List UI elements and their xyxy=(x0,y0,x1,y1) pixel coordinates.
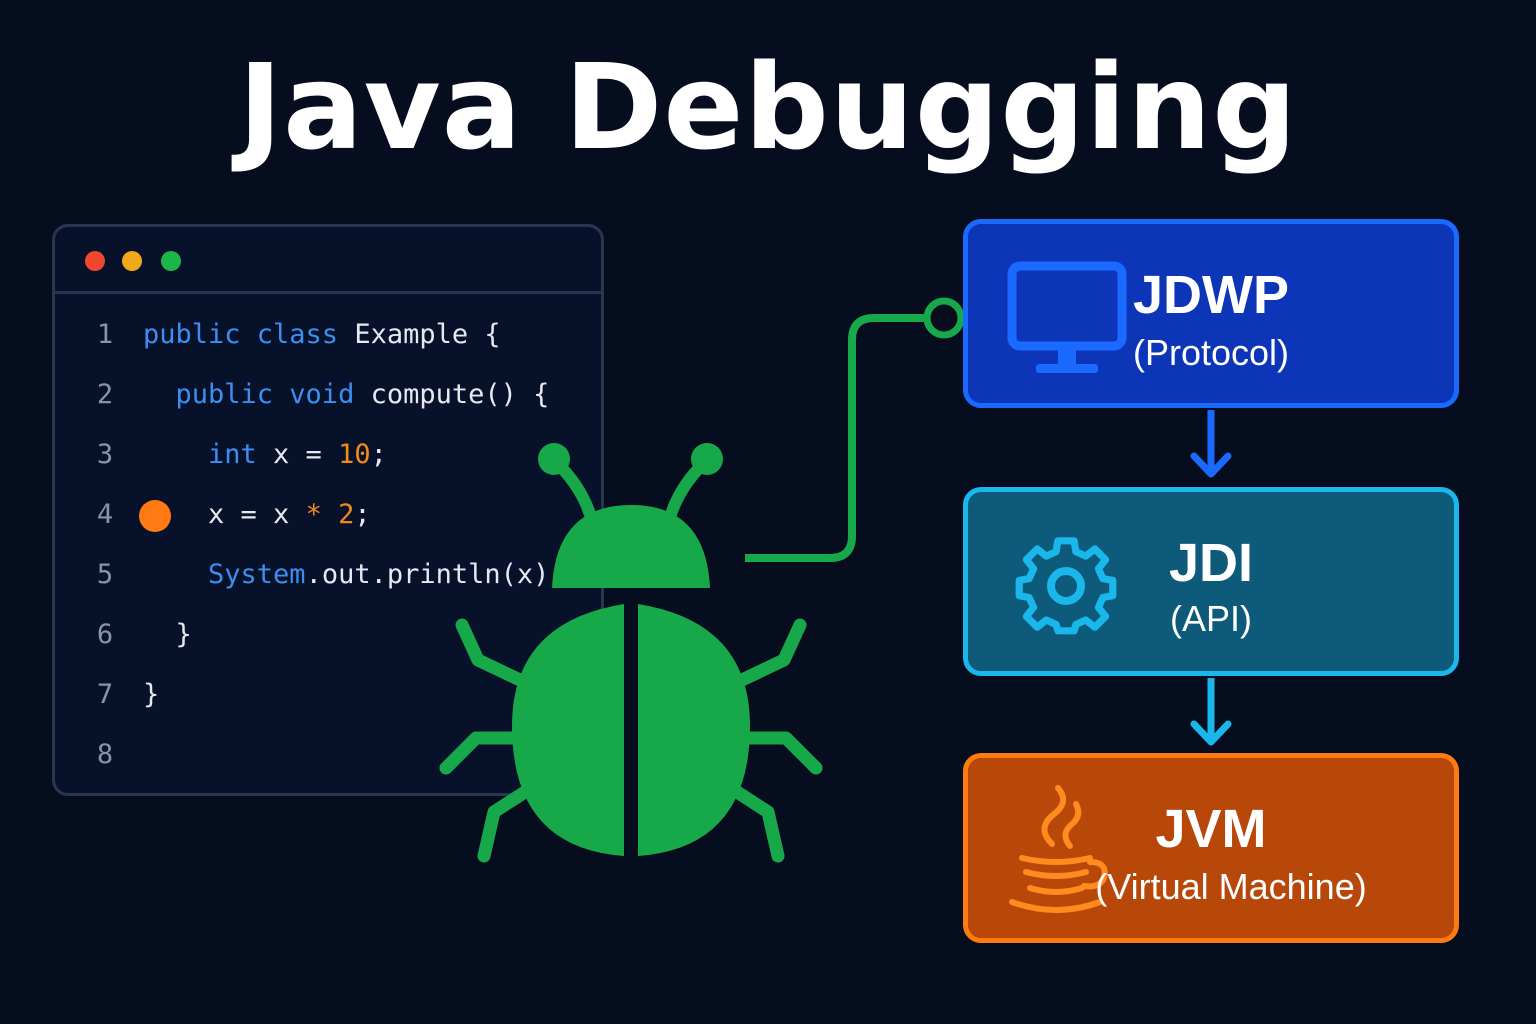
line-number: 4 xyxy=(96,499,114,530)
jdi-sub: (API) xyxy=(1169,598,1252,639)
code-text: public void compute() { xyxy=(143,379,550,410)
page-title: Java Debugging xyxy=(238,38,1298,176)
code-text: x = x * 2; xyxy=(143,499,371,530)
jvm-box: JVM (Virtual Machine) xyxy=(963,753,1459,943)
bug-icon xyxy=(439,443,823,863)
connector-line xyxy=(745,314,942,562)
close-dot xyxy=(85,251,105,271)
arrow-jdi-to-jvm xyxy=(1190,678,1232,746)
line-number: 5 xyxy=(96,559,114,590)
maximize-dot xyxy=(161,251,181,271)
breakpoint-marker[interactable] xyxy=(139,500,171,532)
line-number: 1 xyxy=(96,319,114,350)
jdwp-box: JDWP (Protocol) xyxy=(963,219,1459,408)
line-number: 8 xyxy=(96,739,114,770)
code-editor-window: 1 public class Example { 2 public void com… xyxy=(52,224,604,796)
code-text: public class Example { xyxy=(143,319,501,350)
editor-title-bar xyxy=(55,227,601,294)
monitor-icon xyxy=(1007,261,1127,373)
gear-icon xyxy=(1015,537,1117,635)
arrow-jdwp-to-jdi xyxy=(1190,410,1232,478)
code-text: } xyxy=(143,679,160,710)
code-text: } xyxy=(143,619,192,650)
jvm-sub: (Virtual Machine) xyxy=(1095,866,1367,907)
connector-node xyxy=(923,297,965,339)
jdi-box: JDI (API) xyxy=(963,487,1459,676)
java-cup-icon xyxy=(1009,785,1108,913)
line-number: 7 xyxy=(96,679,114,710)
line-number: 6 xyxy=(96,619,114,650)
jvm-name: JVM xyxy=(1155,799,1267,859)
jdwp-sub: (Protocol) xyxy=(1132,332,1290,373)
line-number: 2 xyxy=(96,379,114,410)
minimize-dot xyxy=(122,251,142,271)
code-text: System.out.println(x); xyxy=(143,559,566,590)
code-text: int x = 10; xyxy=(143,439,387,470)
line-number: 3 xyxy=(96,439,114,470)
jdi-name: JDI xyxy=(1168,533,1254,593)
jdwp-name: JDWP xyxy=(1132,265,1289,325)
